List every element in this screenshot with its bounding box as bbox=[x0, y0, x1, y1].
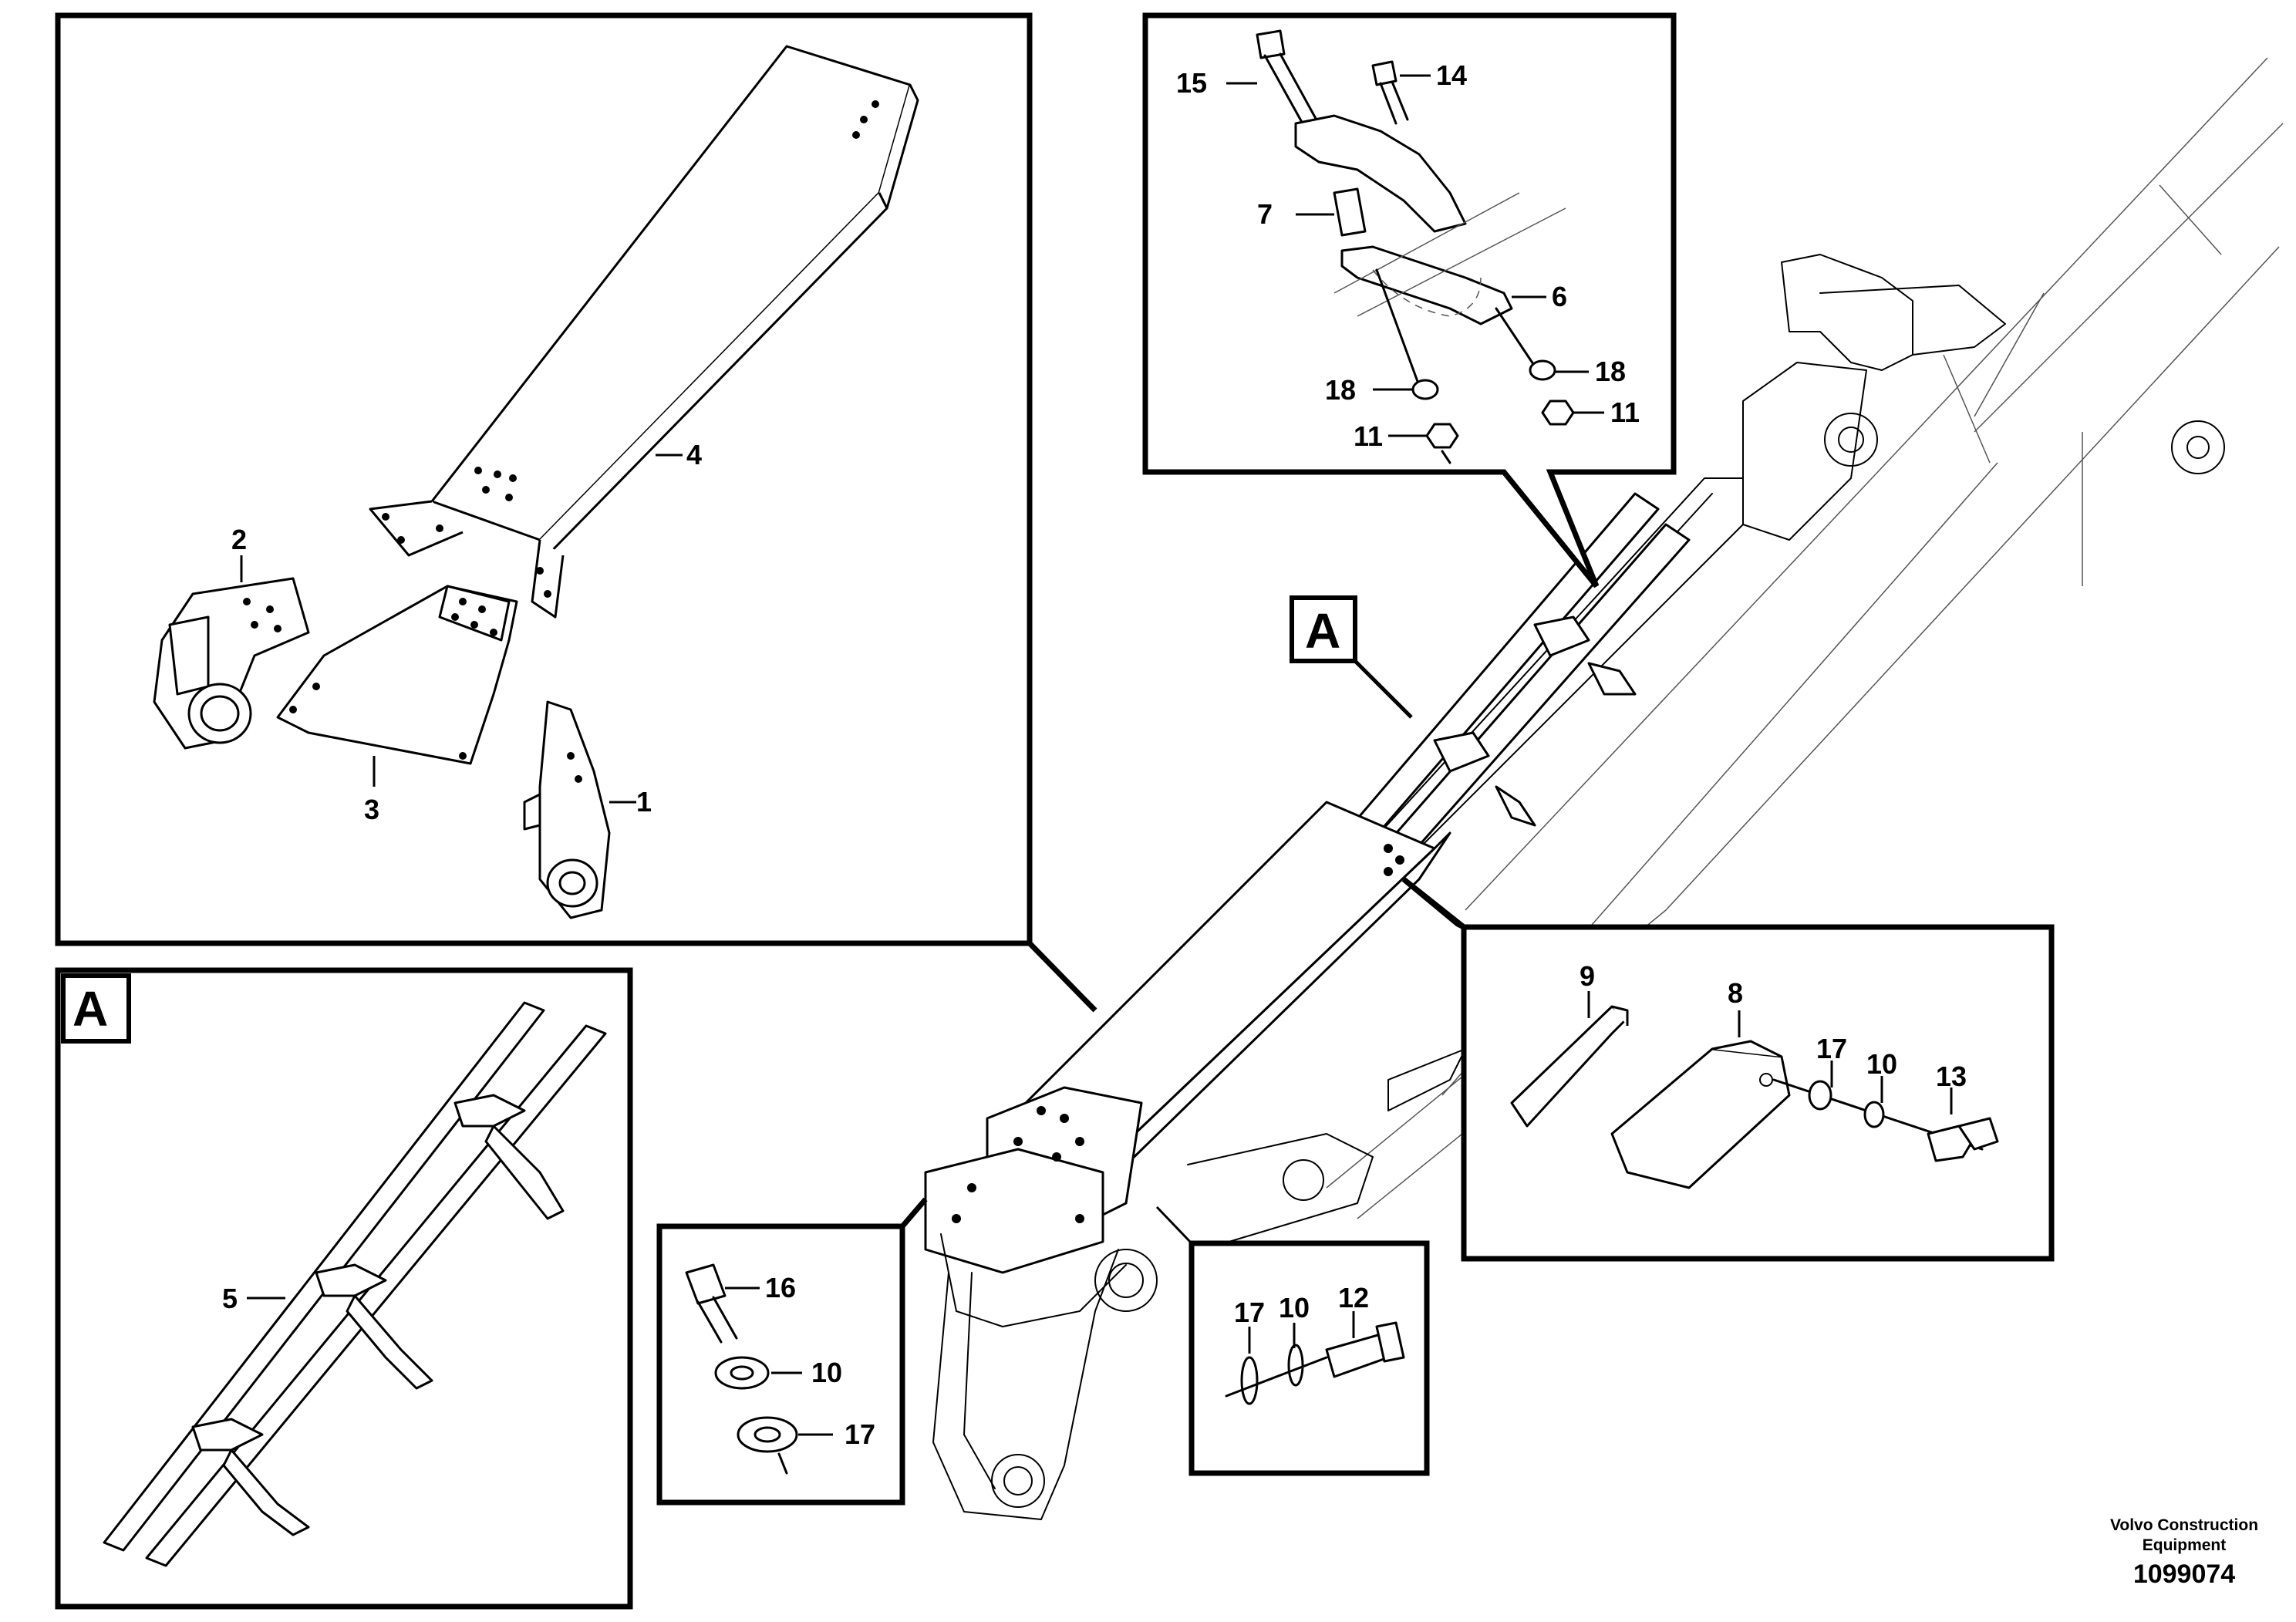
callout-9: 9 bbox=[1580, 960, 1595, 992]
plate-part-3 bbox=[276, 585, 518, 787]
callout-11-right: 11 bbox=[1610, 396, 1640, 428]
detail-cover-parts: 1 2 3 4 bbox=[55, 12, 1097, 1013]
callout-17-mid: 17 bbox=[1234, 1297, 1265, 1328]
callout-13: 13 bbox=[1936, 1061, 1967, 1092]
callout-10-mid: 10 bbox=[1279, 1292, 1310, 1324]
callout-2: 2 bbox=[231, 524, 247, 555]
callout-17-right: 17 bbox=[1816, 1033, 1847, 1064]
callout-15: 15 bbox=[1176, 67, 1207, 99]
detail-bolt-12-parts: 17 10 12 bbox=[1155, 1206, 1430, 1476]
view-marker-inset-label: A bbox=[72, 981, 108, 1037]
bracket-part-1 bbox=[523, 700, 636, 919]
view-marker-main: A bbox=[1290, 595, 1413, 719]
view-marker-main-label: A bbox=[1305, 603, 1340, 659]
callout-5: 5 bbox=[222, 1283, 238, 1314]
callout-10-right: 10 bbox=[1866, 1048, 1897, 1080]
callout-8: 8 bbox=[1728, 977, 1743, 1009]
bracket-part-2 bbox=[153, 555, 310, 750]
boom-guard-assembly bbox=[924, 492, 1691, 1327]
callout-16: 16 bbox=[765, 1272, 796, 1303]
callout-14: 14 bbox=[1436, 59, 1467, 91]
callout-11-left: 11 bbox=[1354, 420, 1383, 452]
detail-bolt-16-parts: 16 10 17 bbox=[656, 1197, 928, 1506]
callout-18-right: 18 bbox=[1595, 356, 1626, 387]
company-name-line2: Equipment bbox=[2143, 1536, 2227, 1554]
callout-18-left: 18 bbox=[1325, 374, 1356, 406]
callout-3: 3 bbox=[364, 794, 379, 825]
bolt-part-14 bbox=[1371, 60, 1431, 125]
detail-guard-block-parts: 9 8 17 10 13 bbox=[1401, 877, 2055, 1262]
cover-part-4 bbox=[369, 45, 919, 619]
callout-17-left: 17 bbox=[845, 1418, 875, 1450]
company-name-line1: Volvo Construction bbox=[2110, 1516, 2258, 1534]
callout-1: 1 bbox=[636, 786, 652, 818]
drawing-part-number: 1099074 bbox=[2133, 1560, 2235, 1589]
detail-rail-part-5: A 5 bbox=[55, 967, 633, 1610]
callout-10-left: 10 bbox=[811, 1357, 842, 1388]
detail-clamp-parts: 15 14 7 6 18 18 11 11 bbox=[1142, 12, 1677, 588]
callout-12: 12 bbox=[1338, 1282, 1369, 1313]
callout-4: 4 bbox=[686, 439, 702, 470]
callout-7: 7 bbox=[1257, 198, 1273, 230]
footer-credit: Volvo Construction Equipment 1099074 bbox=[2110, 1516, 2258, 1589]
callout-6: 6 bbox=[1552, 281, 1567, 312]
